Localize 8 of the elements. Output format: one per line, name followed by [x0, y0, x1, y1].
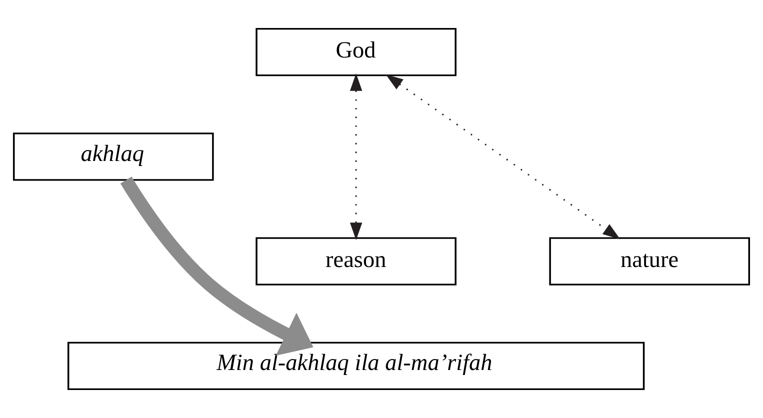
arrow: [386, 74, 620, 240]
node-box: God: [256, 28, 456, 76]
node-box: nature: [549, 237, 750, 286]
node-box: akhlaq: [12, 132, 214, 181]
arrow: [350, 73, 362, 240]
node-box: reason: [256, 237, 456, 286]
node-box: Min al-akhlaq ila al-ma’rifah: [67, 342, 645, 390]
arrow: [120, 176, 314, 356]
